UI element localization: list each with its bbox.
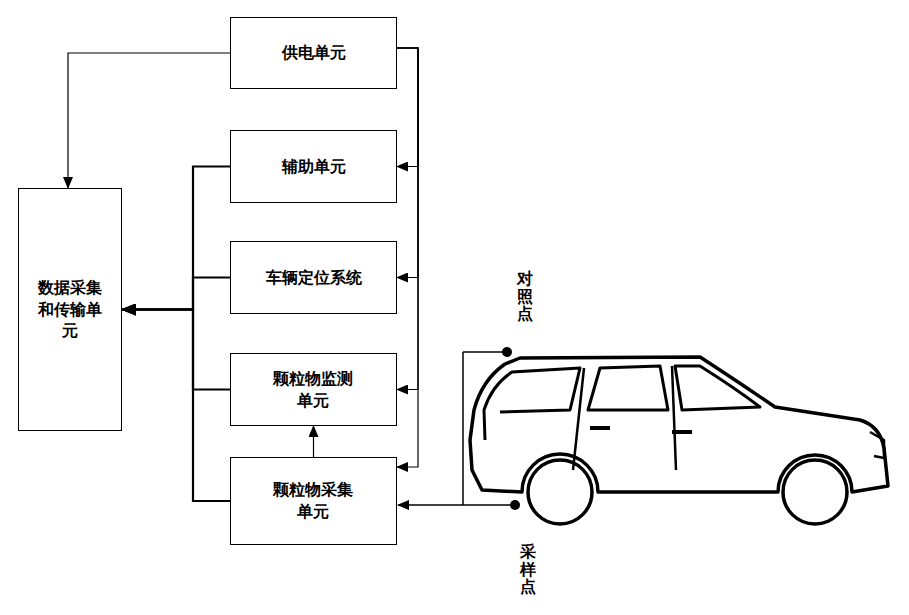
unit-box: 颗粒物监测单元 (230, 353, 397, 426)
connector (397, 48, 418, 278)
unit-label: 辅助单元 (282, 156, 346, 178)
connector (397, 48, 418, 390)
unit-box: 颗粒物采集单元 (230, 457, 397, 545)
point-label: 采样点 (520, 543, 536, 596)
connector (397, 48, 418, 467)
unit-label: 颗粒物监测单元 (271, 368, 356, 411)
unit-label: 颗粒物采集单元 (271, 479, 356, 522)
unit-box: 辅助单元 (230, 130, 397, 203)
connector (122, 278, 230, 310)
car-outline (470, 357, 888, 524)
unit-box: 车辆定位系统 (230, 241, 397, 314)
connector (397, 48, 418, 167)
connector (122, 310, 230, 502)
sampling-point-dot (510, 500, 520, 510)
unit-label: 供电单元 (282, 42, 346, 64)
connector (313, 426, 314, 457)
connector (122, 167, 230, 310)
unit-box: 供电单元 (230, 17, 397, 89)
unit-label: 数据采集和传输单元 (36, 277, 105, 342)
connector (68, 53, 230, 188)
connector (122, 310, 230, 390)
data-unit-box: 数据采集和传输单元 (18, 188, 122, 431)
point-label: 对照点 (517, 270, 533, 323)
sampling-lines (398, 347, 520, 510)
unit-label: 车辆定位系统 (266, 267, 362, 289)
reference-point-dot (502, 347, 512, 357)
